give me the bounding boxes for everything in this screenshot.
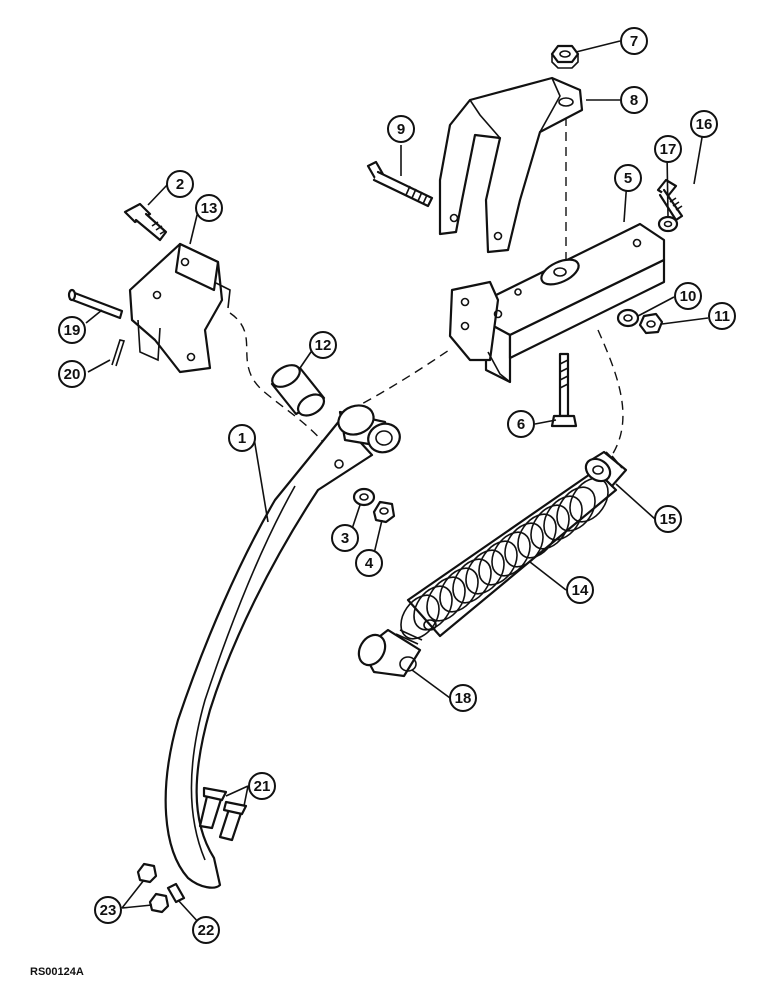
lock-nut-7 <box>550 44 580 69</box>
callout-12: 12 <box>309 331 337 359</box>
callout-number: 9 <box>397 121 405 138</box>
callout-16: 16 <box>690 110 718 138</box>
callout-number: 2 <box>176 176 184 193</box>
callout-circle <box>614 164 642 192</box>
callout-number: 17 <box>660 141 677 158</box>
callout-circle <box>674 282 702 310</box>
bolt-6 <box>550 352 578 428</box>
callout-circle <box>166 170 194 198</box>
spring-end-plug-15 <box>584 450 628 488</box>
callout-circle <box>387 115 415 143</box>
callout-9: 9 <box>387 115 415 143</box>
callout-circle <box>620 86 648 114</box>
callout-5: 5 <box>614 164 642 192</box>
callout-circle <box>94 896 122 924</box>
callout-number: 4 <box>365 555 374 572</box>
callout-number: 23 <box>100 902 117 919</box>
callout-number: 20 <box>64 366 81 383</box>
callout-number: 19 <box>64 322 81 339</box>
mounting-bracket <box>448 222 666 384</box>
callout-number: 3 <box>341 530 349 547</box>
nut-23-b <box>148 892 170 914</box>
callout-circle <box>195 194 223 222</box>
callout-23: 23 <box>94 896 122 924</box>
callout-22: 22 <box>192 916 220 944</box>
callout-number: 8 <box>630 92 638 109</box>
callout-3: 3 <box>331 524 359 552</box>
set-screw-22 <box>166 882 186 904</box>
bolt-2 <box>123 202 168 242</box>
cotter-pin-20 <box>111 339 126 367</box>
callout-1: 1 <box>228 424 256 452</box>
callout-18: 18 <box>449 684 477 712</box>
callout-19: 19 <box>58 316 86 344</box>
callout-number: 22 <box>198 922 215 939</box>
callout-circle <box>192 916 220 944</box>
callout-circle <box>654 505 682 533</box>
callout-11: 11 <box>708 302 736 330</box>
bolts-21 <box>198 786 248 842</box>
callout-circle <box>566 576 594 604</box>
callout-20: 20 <box>58 360 86 388</box>
callout-circle <box>654 135 682 163</box>
callout-7: 7 <box>620 27 648 55</box>
callout-circle <box>248 772 276 800</box>
lock-nut-11 <box>638 312 664 335</box>
callout-21: 21 <box>248 772 276 800</box>
spring <box>400 468 618 640</box>
assembly-lines <box>229 102 624 471</box>
washer-10 <box>616 308 640 328</box>
callout-number: 15 <box>660 511 677 528</box>
shank <box>164 418 374 889</box>
callout-circle <box>331 524 359 552</box>
callout-number: 5 <box>624 170 632 187</box>
callout-number: 10 <box>680 288 697 305</box>
callout-circle <box>620 27 648 55</box>
callout-14: 14 <box>566 576 594 604</box>
callout-8: 8 <box>620 86 648 114</box>
callout-4: 4 <box>355 549 383 577</box>
callout-circle <box>449 684 477 712</box>
callout-number: 14 <box>572 582 589 599</box>
callout-number: 11 <box>714 308 730 325</box>
callout-6: 6 <box>507 410 535 438</box>
callout-number: 18 <box>455 690 472 707</box>
callout-circle <box>507 410 535 438</box>
pivot-tube <box>337 404 401 454</box>
callout-13: 13 <box>195 194 223 222</box>
callout-circle <box>58 316 86 344</box>
callout-circle <box>690 110 718 138</box>
pin-12 <box>270 364 326 417</box>
callout-number: 7 <box>630 33 638 50</box>
callout-2: 2 <box>166 170 194 198</box>
drawing-code: RS00124A <box>30 966 84 978</box>
callout-number: 6 <box>517 416 525 433</box>
callout-circle <box>58 360 86 388</box>
nut-23-a <box>136 862 158 884</box>
callout-10: 10 <box>674 282 702 310</box>
callout-number: 16 <box>696 116 713 133</box>
spring-bracket <box>438 76 584 254</box>
spring-end-plug-18 <box>357 628 423 678</box>
callout-circle <box>309 331 337 359</box>
clamp <box>128 242 231 374</box>
callout-15: 15 <box>654 505 682 533</box>
washer-17 <box>657 215 679 233</box>
callout-17: 17 <box>654 135 682 163</box>
callout-circle <box>355 549 383 577</box>
callout-number: 12 <box>315 337 332 354</box>
washer-3 <box>352 487 376 507</box>
callout-number: 21 <box>254 778 271 795</box>
callout-circle <box>708 302 736 330</box>
bolt-9 <box>366 160 434 208</box>
callout-circle <box>228 424 256 452</box>
callout-number: 13 <box>201 200 218 217</box>
bolt-16 <box>656 178 684 222</box>
nut-4 <box>372 500 396 524</box>
pin-19 <box>67 288 124 320</box>
callout-number: 1 <box>238 430 246 447</box>
